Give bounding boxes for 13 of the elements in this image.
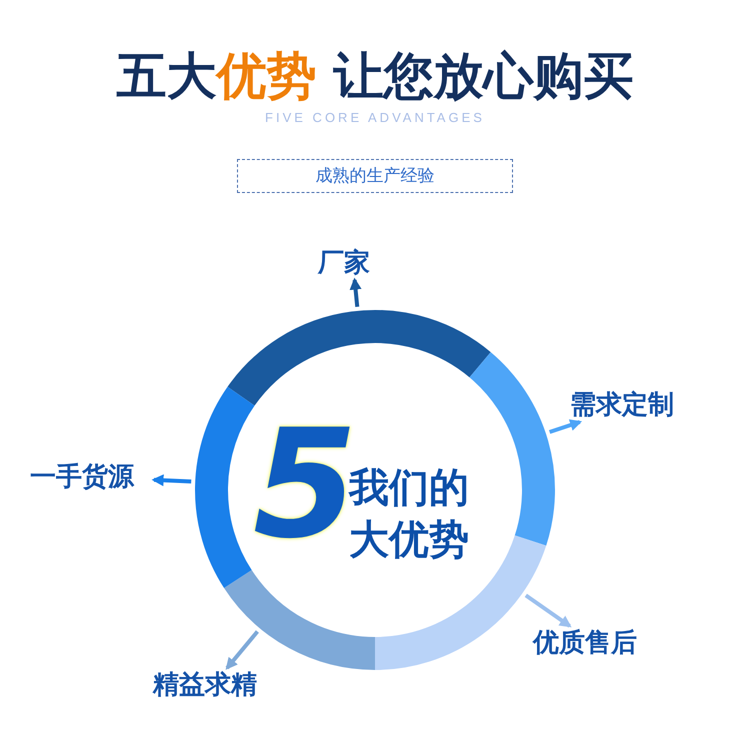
advantage-label: 需求定制 bbox=[570, 388, 692, 422]
advantage-label: 厂家 bbox=[318, 246, 388, 280]
arrow bbox=[152, 474, 192, 486]
advantage-label: 优质售后 bbox=[533, 626, 655, 660]
arrow bbox=[524, 594, 572, 628]
dashed-box: 成熟的生产经验 bbox=[237, 159, 513, 193]
arrow bbox=[549, 419, 582, 434]
arrow bbox=[350, 278, 362, 308]
advantage-label: 一手货源 bbox=[30, 460, 154, 494]
title: 五大优势 让您放心购买 bbox=[115, 46, 635, 107]
advantage-label: 精益求精 bbox=[153, 668, 273, 702]
arrow bbox=[226, 630, 259, 670]
subtitle: FIVE CORE ADVANTAGES bbox=[264, 110, 486, 125]
